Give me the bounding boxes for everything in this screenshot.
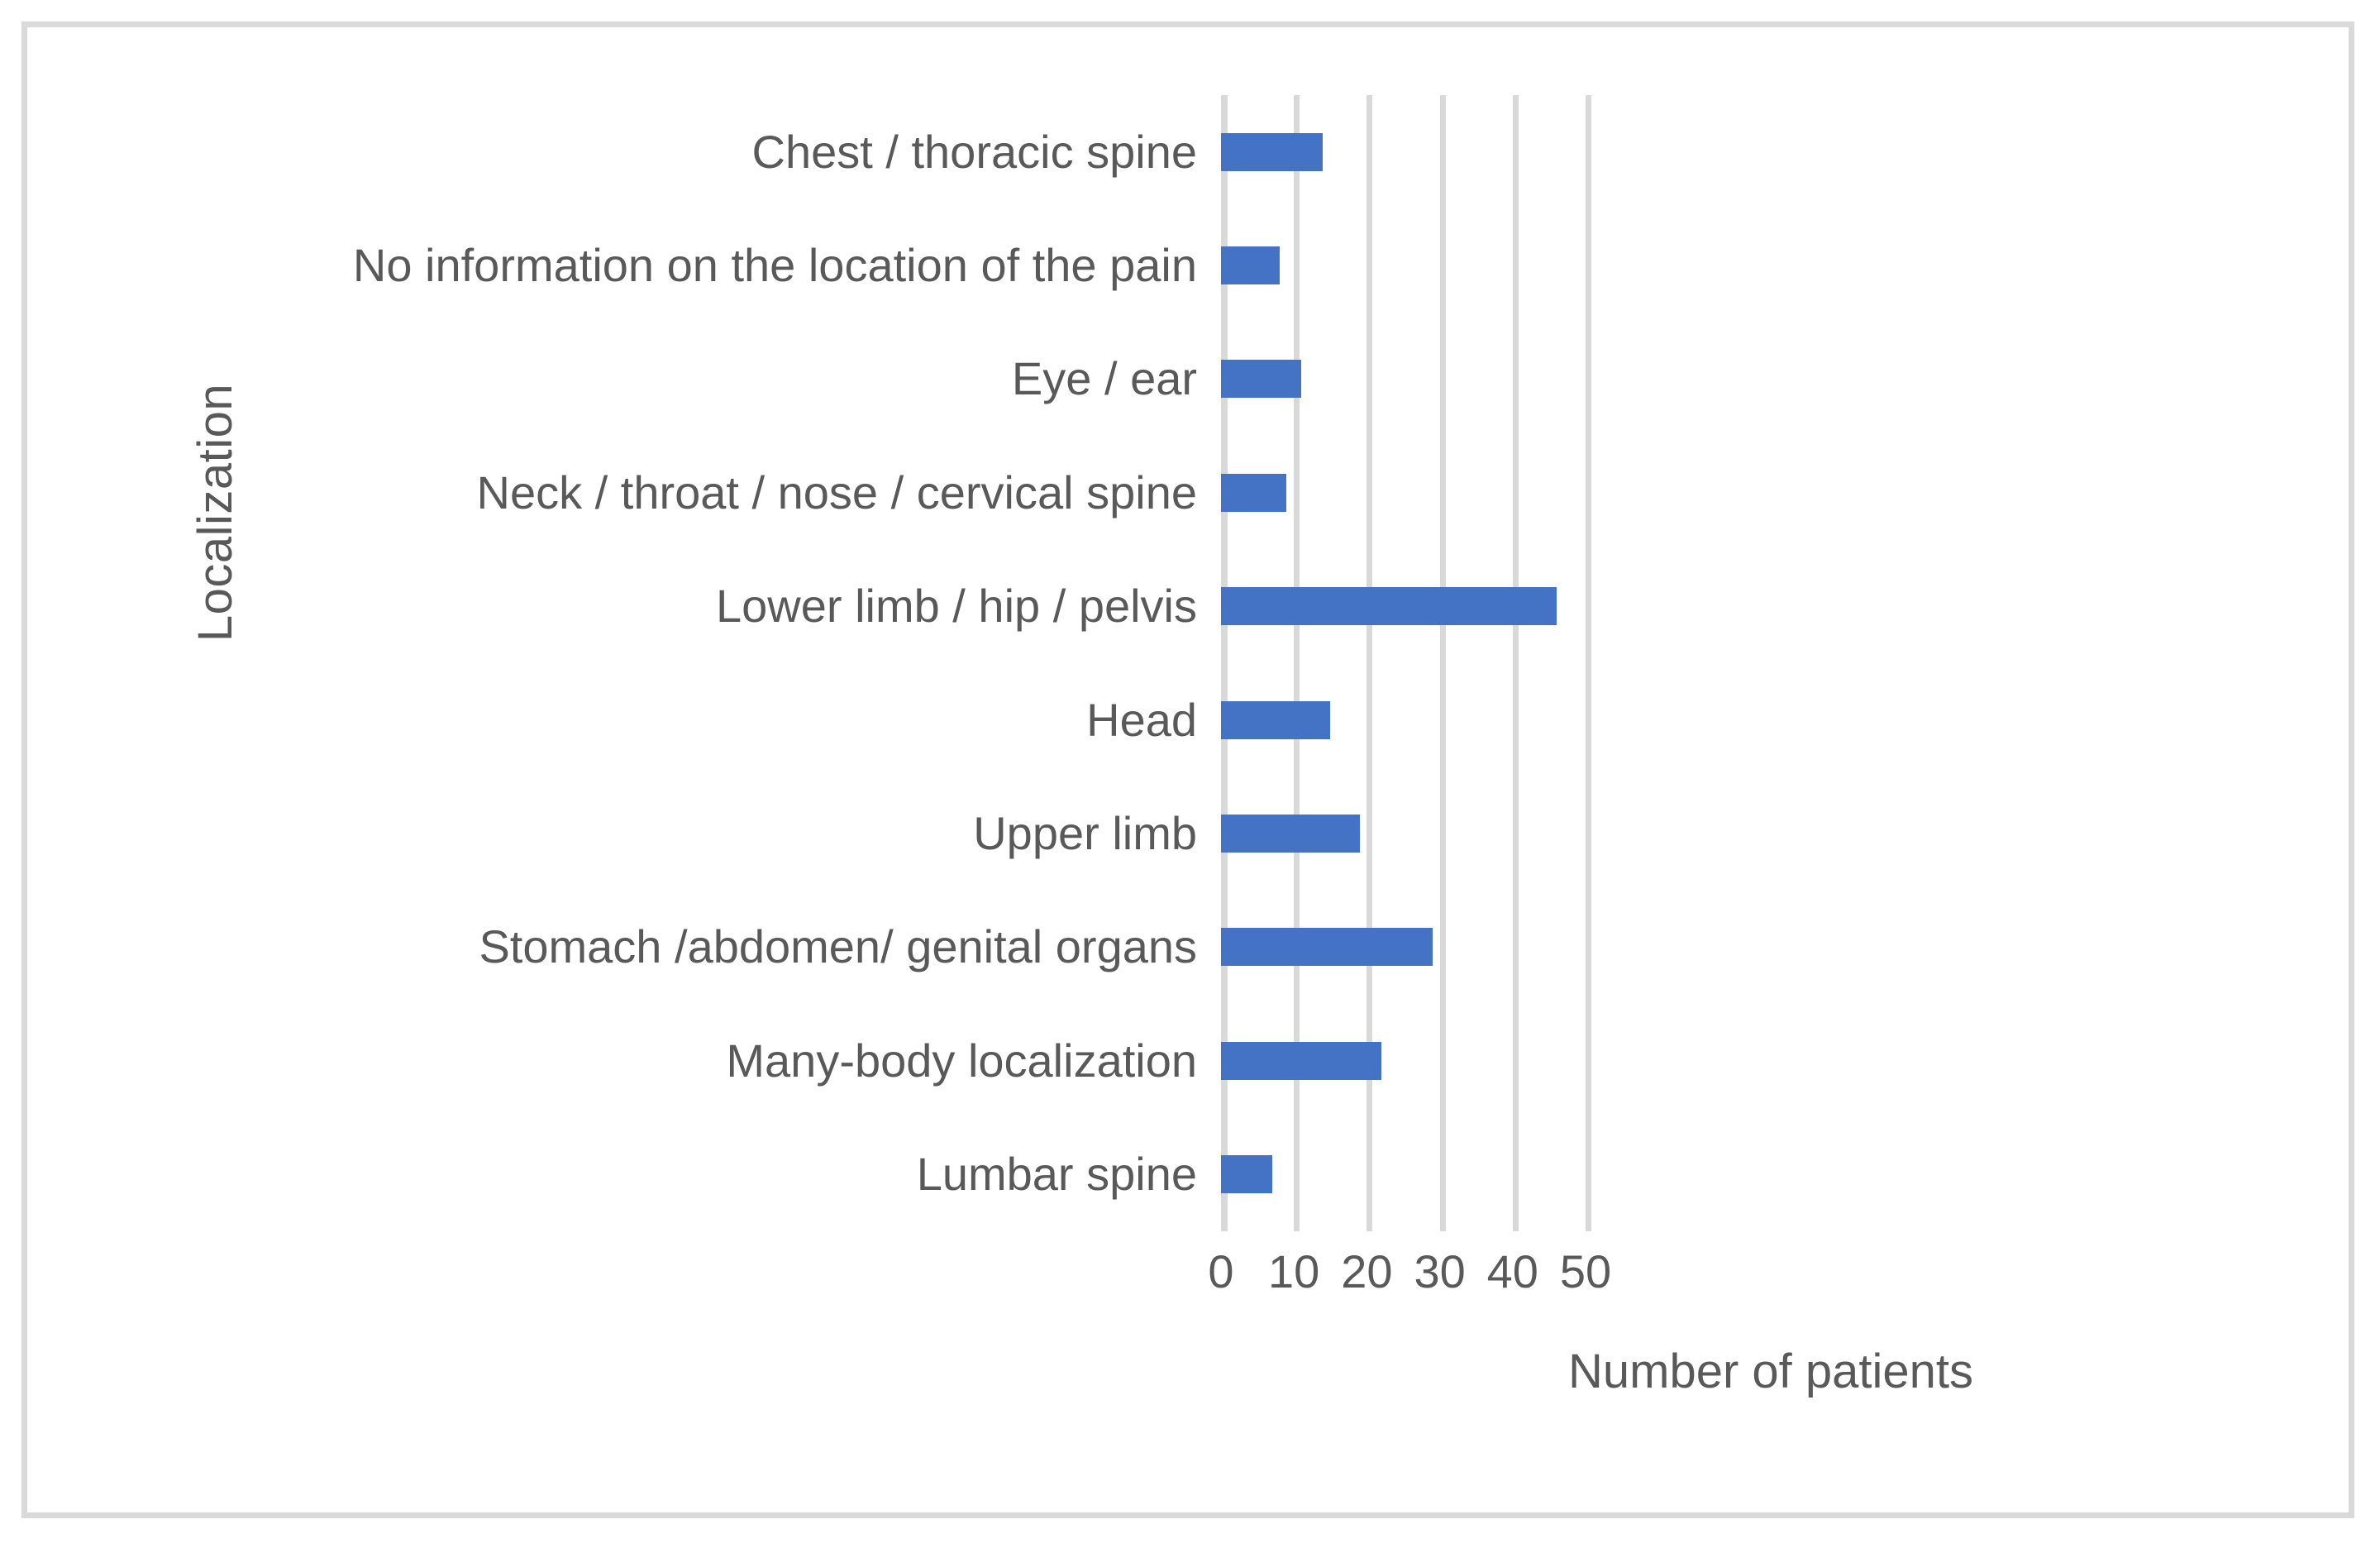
gridline-50 (1586, 95, 1591, 1231)
bar-band (1221, 208, 2320, 322)
bar-band (1221, 776, 2320, 890)
x-tick-label: 40 (1486, 1245, 1538, 1297)
bar[interactable] (1221, 815, 1360, 853)
bar[interactable] (1221, 246, 1280, 285)
bar[interactable] (1221, 700, 1331, 739)
bar-band (1221, 322, 2320, 436)
bar[interactable] (1221, 1041, 1382, 1080)
y-axis-label: Eye / ear (1011, 352, 1197, 405)
x-axis-title: Number of patients (1567, 1345, 1974, 1398)
x-axis-tick-labels: 0 10 20 30 40 50 (1208, 1245, 2320, 1315)
chart-frame-border (21, 22, 2354, 1518)
y-axis-line (1221, 95, 1228, 1231)
y-axis-category-labels: Chest / thoracic spine No information on … (124, 95, 1215, 1231)
x-tick-label: 50 (1559, 1245, 1612, 1297)
x-tick-label: 30 (1414, 1245, 1466, 1297)
x-tick-label: 0 (1208, 1245, 1234, 1297)
y-axis-label: Stomach /abdomen/ genital organs (479, 920, 1197, 973)
y-axis-label: Lower limb / hip / pelvis (715, 580, 1197, 633)
gridline-30 (1439, 95, 1446, 1231)
gridline-40 (1512, 95, 1519, 1231)
bar-band (1221, 663, 2320, 776)
plot-area (1221, 95, 2320, 1231)
bar-band (1221, 436, 2320, 549)
y-axis-label: Chest / thoracic spine (751, 125, 1197, 178)
bar-band (1221, 1118, 2320, 1231)
bar[interactable] (1221, 1155, 1272, 1194)
bar-band (1221, 1004, 2320, 1117)
y-axis-label: Head (1086, 693, 1197, 746)
x-tick-label: 20 (1341, 1245, 1393, 1297)
y-axis-label: Neck / throat / nose / cervical spine (476, 466, 1198, 518)
bar[interactable] (1221, 473, 1287, 512)
bar-band (1221, 891, 2320, 1004)
bar-band (1221, 95, 2320, 208)
gridline-20 (1366, 95, 1373, 1231)
y-axis-label: Many-body localization (726, 1034, 1197, 1087)
bar[interactable] (1221, 587, 1557, 626)
bar[interactable] (1221, 132, 1324, 171)
bar-band (1221, 550, 2320, 663)
y-axis-label: No information on the location of the pa… (352, 239, 1197, 292)
y-axis-label: Upper limb (973, 807, 1197, 860)
y-axis-label: Lumbar spine (916, 1148, 1197, 1201)
bar[interactable] (1221, 928, 1433, 967)
x-tick-label: 10 (1268, 1245, 1320, 1297)
bar[interactable] (1221, 360, 1302, 399)
gridline-10 (1294, 95, 1300, 1231)
